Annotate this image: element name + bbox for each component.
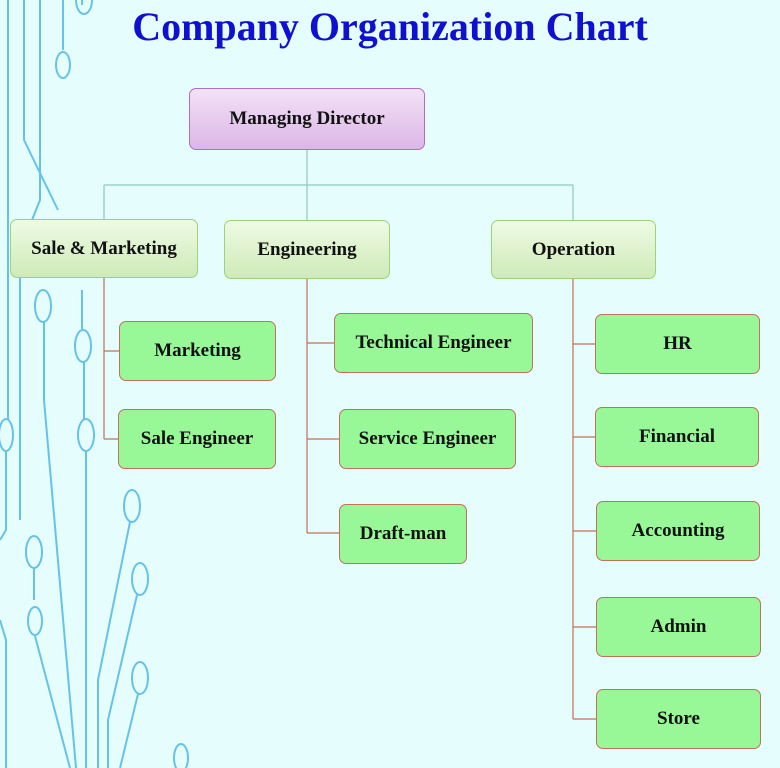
dept-engineering-box[interactable]: Engineering — [224, 220, 390, 279]
circuit-node — [123, 489, 141, 523]
circuit-line — [0, 452, 7, 541]
role-marketing-box[interactable]: Marketing — [119, 321, 276, 381]
circuit-node — [34, 289, 52, 323]
role-admin-box[interactable]: Admin — [596, 597, 761, 657]
circuit-node — [131, 562, 149, 596]
circuit-line — [107, 594, 138, 768]
role-service-engineer-box[interactable]: Service Engineer — [339, 409, 516, 469]
role-sale-engineer-box[interactable]: Sale Engineer — [118, 409, 276, 469]
role-financial-box[interactable]: Financial — [595, 407, 759, 467]
root-connector — [103, 150, 574, 220]
circuit-node — [27, 606, 43, 636]
operation-connector — [572, 279, 596, 720]
circuit-line — [119, 693, 139, 768]
dept-sale-marketing-box[interactable]: Sale & Marketing — [10, 219, 198, 278]
dept-operation-box[interactable]: Operation — [491, 220, 656, 279]
circuit-node — [131, 661, 149, 695]
managing-director-box[interactable]: Managing Director — [189, 88, 425, 150]
chart-title: Company Organization Chart — [132, 4, 648, 49]
circuit-node — [75, 0, 93, 15]
role-hr-box[interactable]: HR — [595, 314, 760, 374]
circuit-line — [97, 521, 131, 768]
role-technical-engineer-box[interactable]: Technical Engineer — [334, 313, 533, 373]
sales-connector — [103, 278, 119, 440]
circuit-node — [55, 51, 71, 79]
circuit-node — [0, 418, 14, 452]
role-draft-man-box[interactable]: Draft-man — [339, 504, 467, 564]
engineering-connector — [306, 279, 339, 534]
circuit-line — [43, 322, 77, 768]
circuit-line — [23, 0, 59, 211]
circuit-node — [173, 743, 189, 768]
role-store-box[interactable]: Store — [596, 689, 761, 749]
circuit-line — [34, 635, 71, 768]
circuit-line — [0, 619, 7, 768]
role-accounting-box[interactable]: Accounting — [596, 501, 760, 561]
